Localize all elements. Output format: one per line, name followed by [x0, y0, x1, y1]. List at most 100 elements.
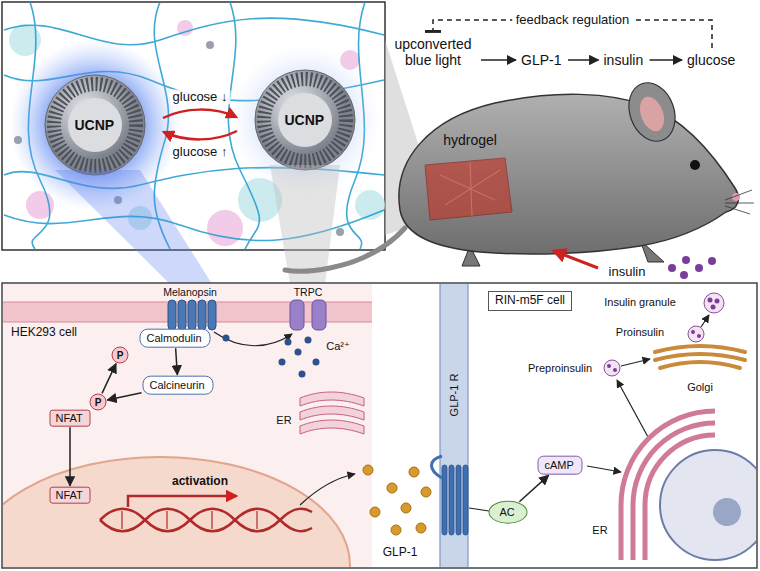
transcription-factor-box: NFAT [50, 410, 91, 427]
rin-membrane [440, 284, 468, 567]
insulin-vesicle [715, 299, 720, 304]
node-text: insulin [604, 52, 645, 68]
transcription-factor-box: NFAT [50, 487, 91, 504]
calcium-ion [299, 371, 306, 378]
hydrogel-network [206, 41, 214, 49]
ucnp-sphere [264, 79, 346, 161]
melanopsin-receptor [208, 300, 216, 330]
golgi [655, 346, 745, 352]
node-text: NFAT [56, 412, 85, 425]
hydrogel-label: hydrogel [443, 132, 497, 148]
ucnp-sphere [45, 75, 145, 175]
signal-arrow [214, 332, 292, 346]
glp1-molecule [391, 525, 401, 535]
melanopsin-receptor [198, 300, 206, 330]
insulin-label: insulin [609, 265, 646, 280]
pathway-line [469, 315, 709, 511]
nucleus [660, 450, 756, 560]
node-text: upconverted blue light [390, 36, 476, 68]
protein-label: Proinsulin [616, 326, 664, 339]
mouse [725, 190, 752, 200]
connector [568, 59, 599, 61]
insulin-vesicle [604, 360, 620, 376]
golgi [655, 346, 745, 368]
cell-region: HEK293 cellCalmodulinCalcineurinPPNFATNF… [3, 284, 372, 567]
insulin-release [695, 264, 703, 272]
secretion-arrow [300, 474, 355, 505]
pathway-line [621, 359, 650, 366]
trpc-channel [290, 300, 304, 330]
region-heading: RIN-m5F cell [488, 291, 572, 311]
hydrogel-patch [440, 162, 500, 216]
pathway-line [469, 508, 489, 511]
granule-label: Insulin granule [604, 296, 676, 309]
dna-helix [122, 511, 257, 529]
connector [176, 348, 178, 374]
calcium-ion [223, 335, 320, 378]
organelle-label: Golgi [687, 381, 713, 394]
nucleus [3, 457, 350, 567]
melanopsin-receptor [168, 300, 216, 330]
node-text: NFAT [56, 489, 85, 502]
connector [102, 364, 116, 394]
connector [107, 393, 141, 400]
glp1-receptor [449, 465, 454, 535]
receptor-label: Melanopsin [163, 286, 217, 298]
insulin-vesicle [604, 293, 724, 376]
mouse [725, 190, 754, 214]
glp1-molecule [421, 487, 431, 497]
hydrogel-patch [425, 158, 512, 220]
mouse [690, 160, 700, 170]
ucnp-sphere [255, 70, 355, 170]
cell-region: RIN-m5F cellACcAMP [470, 284, 756, 567]
ucnp-sphere [278, 93, 332, 147]
zoom-wedge [55, 170, 212, 284]
mouse [725, 203, 754, 204]
ucnp-sphere [68, 98, 122, 152]
glp1-molecule [401, 503, 411, 513]
melanopsin-receptor [178, 300, 186, 330]
protein-label: Preproinsulin [528, 362, 592, 375]
dna-helix [256, 511, 257, 529]
flow-step: upconverted blue light [387, 34, 479, 70]
calcium-ion [313, 359, 320, 366]
pathway-line [701, 315, 709, 327]
enzyme-ellipse: AC [489, 501, 528, 524]
glp1-receptor [456, 465, 461, 535]
glp1-receptor [442, 465, 447, 535]
process-label: activation [172, 475, 228, 489]
calcium-ion [279, 359, 286, 366]
flow-step: GLP-1 [518, 50, 566, 70]
glp1-molecule [416, 523, 426, 533]
exchange-arrows [163, 110, 236, 118]
region-heading: HEK293 cell [11, 326, 77, 340]
ucnp-label: UCNP [75, 117, 116, 133]
hydrogel-network [4, 18, 384, 45]
glp1-receptor [432, 456, 469, 535]
endoplasmic-reticulum [300, 420, 364, 434]
glp1-receptor [463, 465, 468, 535]
exchange-arrows [163, 110, 237, 140]
flow-step: glucose [684, 50, 740, 70]
connector [519, 475, 548, 501]
organelle-label: ER [592, 524, 607, 537]
protein-box: Calmodulin [140, 329, 211, 348]
mouse [399, 94, 739, 254]
node-text: glucose [687, 52, 737, 68]
phosphate-circle: P [112, 347, 129, 364]
calcium-ion [295, 349, 302, 356]
hormone-label: GLP-1 [383, 546, 418, 560]
channel-label: TRPC [294, 286, 323, 298]
trpc-channel [290, 300, 326, 330]
glp1-molecule [370, 507, 380, 517]
zoom-wedge [55, 40, 430, 284]
rin-er [621, 411, 715, 560]
mouse [285, 228, 405, 271]
dna-helix [128, 496, 236, 507]
insulin-vesicle [711, 305, 716, 310]
glucose-label: glucose ↑ [170, 145, 231, 160]
mouse [725, 206, 750, 214]
rin-membrane [439, 284, 440, 567]
organelle-label: ER [276, 414, 291, 427]
